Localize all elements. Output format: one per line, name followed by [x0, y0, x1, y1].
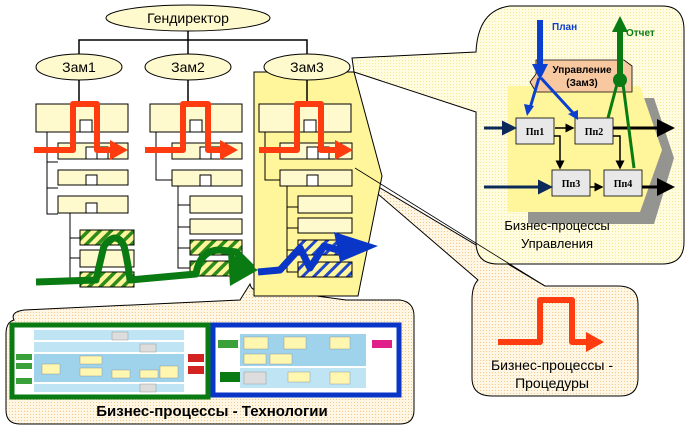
technology-thumbnail-1	[9, 322, 211, 400]
svg-text:Гендиректор: Гендиректор	[147, 10, 229, 26]
svg-text:Пп2: Пп2	[585, 127, 604, 138]
procedure-arrow-deputy1	[34, 101, 112, 153]
report-label: Отчет	[626, 28, 655, 39]
procedures-pointer-line	[354, 167, 546, 287]
ceo-node: Гендиректор	[105, 4, 271, 32]
plan-arrow	[524, 20, 578, 120]
technology-arrow	[35, 232, 378, 286]
control-box	[529, 59, 633, 93]
process-box-2: Пп2	[574, 117, 614, 145]
control-label-line2: (Зам3)	[566, 78, 597, 89]
procedure-arrow-deputy2	[145, 101, 222, 153]
svg-text:Зам1: Зам1	[62, 59, 96, 75]
svg-text:Пп4: Пп4	[614, 179, 633, 190]
technology-title: Бизнес-процессы - Технологии	[96, 403, 328, 420]
procedures-callout	[349, 169, 639, 397]
procedure-arrowheads	[110, 140, 353, 160]
org-connectors	[78, 28, 308, 104]
deputy3-node: Зам3	[263, 53, 351, 81]
report-arrow	[606, 16, 636, 169]
deputy2-node: Зам2	[144, 53, 232, 81]
procedure-legend-arrow	[498, 297, 604, 352]
procedures-title-line1: Бизнес-процессы -	[491, 357, 613, 373]
svg-text:Зам2: Зам2	[171, 59, 205, 75]
svg-text:Зам3: Зам3	[290, 59, 324, 75]
procedure-arrow-deputy3	[259, 101, 337, 153]
process-box-3: Пп3	[551, 169, 591, 197]
procedures-title-line2: Процедуры	[515, 375, 589, 391]
management-title-line1: Бизнес-процессы	[504, 218, 609, 233]
svg-text:Пп1: Пп1	[526, 127, 545, 138]
org-chart: Гендиректор Зам1 Зам2 Зам3	[34, 4, 378, 288]
technology-thumbnail-2	[210, 322, 402, 398]
procedure-arrows	[34, 101, 337, 153]
control-label-line1: Управление	[552, 65, 612, 76]
process-box-4: Пп4	[603, 169, 643, 197]
plan-label: План	[552, 22, 577, 33]
deputy1-units	[35, 103, 135, 288]
management-title-line2: Управления	[521, 236, 593, 251]
procedures-callout-bubble	[349, 169, 639, 397]
svg-text:Пп3: Пп3	[562, 179, 581, 190]
management-panel: Управление (Зам3) Пп1 Пп2 Пп3 Пп4	[351, 5, 685, 265]
process-box-1: Пп1	[515, 117, 555, 145]
deputy1-node: Зам1	[35, 53, 123, 81]
process-connectors	[484, 119, 675, 196]
